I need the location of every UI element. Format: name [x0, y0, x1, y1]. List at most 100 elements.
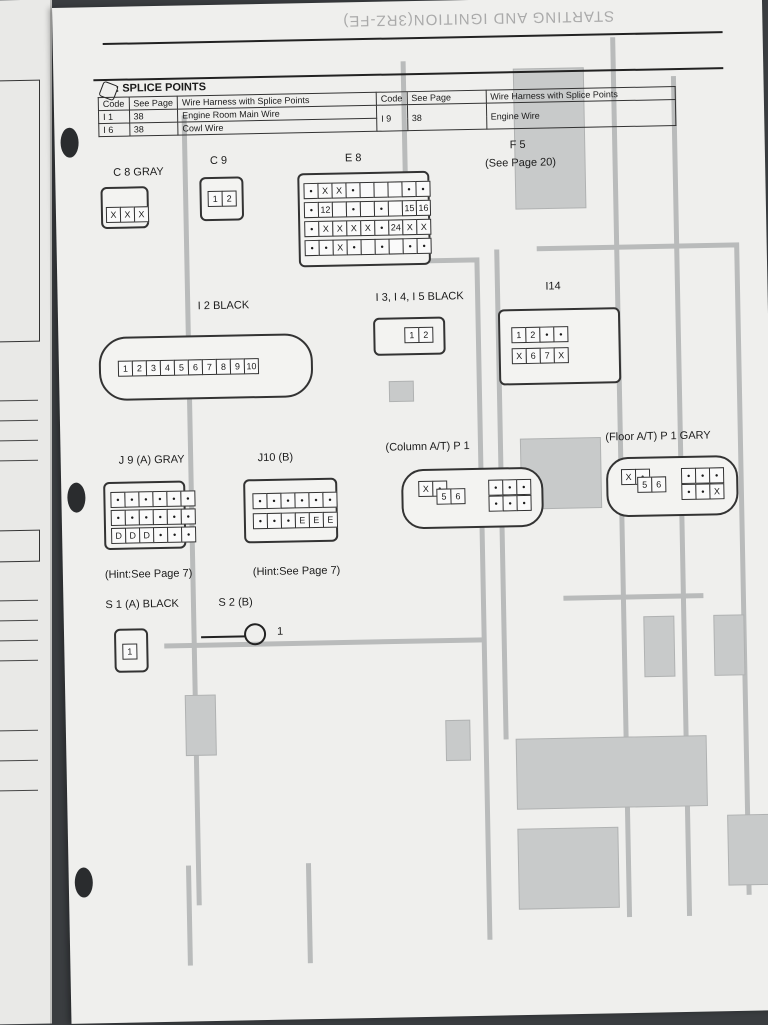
connector-note-f5: (See Page 20)	[484, 156, 557, 170]
pin: 15	[401, 200, 418, 217]
pin: •	[402, 238, 418, 255]
pin: •	[166, 508, 182, 525]
pin: E	[308, 511, 325, 529]
pin: X	[318, 220, 334, 237]
pin: •	[110, 491, 126, 508]
pin: •	[516, 494, 532, 512]
pin: 5	[637, 476, 653, 493]
pin: X	[402, 219, 418, 236]
col-code: Code	[376, 91, 407, 106]
pin: 3	[145, 359, 162, 377]
pin: •	[488, 479, 504, 496]
pin	[359, 181, 375, 199]
pin: 1	[511, 326, 527, 344]
pin: •	[252, 492, 268, 510]
pin: X	[709, 483, 725, 500]
connector-c9: 1 2	[199, 176, 245, 222]
connector-label-f5: F 5	[509, 138, 526, 152]
table-cell: 38	[128, 109, 178, 124]
pin: •	[695, 483, 711, 500]
pin: 8	[215, 358, 232, 375]
connector-label-p1-floor: (Floor A/T) P 1 GARY	[605, 429, 711, 444]
table-cell: 38	[129, 122, 179, 137]
pin: 2	[525, 326, 541, 343]
pin: •	[304, 220, 320, 238]
pin: 2	[131, 360, 148, 377]
bleed-through-wiring-diagram	[164, 37, 768, 966]
pin: •	[553, 326, 569, 343]
pin: •	[124, 491, 140, 508]
pin: •	[401, 181, 417, 198]
pin: D	[110, 527, 127, 544]
pin: •	[266, 512, 283, 529]
pin: •	[166, 490, 182, 507]
pin	[331, 201, 348, 218]
pin: 16	[415, 199, 432, 217]
pin: •	[152, 490, 168, 508]
pin: •	[294, 492, 310, 509]
pin: 1	[207, 190, 223, 208]
pin: •	[502, 479, 518, 496]
pin: 10	[243, 358, 260, 375]
pin: •	[374, 238, 390, 255]
hint-j10: (Hint:See Page 7)	[252, 564, 341, 579]
connector-label-c8: C 8 GRAY	[113, 165, 164, 179]
pin: •	[373, 200, 390, 217]
manual-page: STARTING AND IGNITION(3RZ-FE) : SPLICE P…	[52, 0, 768, 1024]
pin: 5	[173, 359, 190, 376]
table-cell: 38	[407, 103, 487, 131]
pin: 7	[201, 358, 218, 376]
col-see-page: See Page	[128, 96, 178, 111]
pin: 6	[450, 488, 466, 505]
pin: •	[252, 512, 269, 530]
pin: •	[308, 491, 324, 509]
pin: •	[166, 526, 183, 543]
pin: •	[152, 526, 169, 544]
pin: 24	[388, 219, 404, 236]
pin: X	[332, 220, 348, 237]
pin: •	[124, 509, 140, 526]
pin: X	[620, 468, 637, 486]
pin: 9	[229, 358, 246, 375]
table-cell: I 6	[98, 123, 130, 137]
pin: 6	[651, 476, 667, 493]
pin: •	[280, 512, 297, 529]
pin: 5	[436, 488, 452, 505]
pin: X	[418, 480, 434, 498]
ring-terminal-pin: 1	[276, 625, 284, 638]
pin: X	[317, 182, 333, 199]
pin	[359, 200, 376, 218]
pin: •	[681, 483, 697, 501]
pin: D	[124, 527, 141, 544]
pin: •	[488, 495, 504, 512]
pin: X	[416, 218, 432, 236]
splice-title: : SPLICE POINTS	[115, 81, 207, 95]
ring-terminal-s2	[201, 623, 267, 646]
pin	[387, 181, 403, 198]
pin: X	[119, 206, 136, 223]
pin	[388, 238, 404, 255]
pin: 2	[221, 190, 237, 207]
pin: 4	[159, 359, 176, 376]
connector-p1-floor: X• 56 ••• ••X	[605, 454, 739, 518]
pin: •	[138, 491, 154, 508]
pin: X	[332, 239, 348, 256]
pin: •	[180, 508, 196, 525]
table-cell: Engine Wire	[485, 99, 676, 130]
left-page-box	[0, 529, 40, 563]
connector-label-i3-i4-i5: I 3, I 4, I 5 BLACK	[375, 290, 464, 304]
pin: •	[708, 467, 725, 484]
connector-label-p1-column: (Column A/T) P 1	[385, 440, 470, 454]
pin: •	[516, 478, 532, 496]
pin	[387, 200, 404, 217]
pin: •	[152, 508, 168, 526]
table-cell: I 1	[98, 110, 130, 124]
pin: X	[511, 347, 527, 365]
pin: 2	[418, 326, 434, 344]
pin: •	[304, 239, 320, 257]
pin: 7	[539, 347, 555, 364]
